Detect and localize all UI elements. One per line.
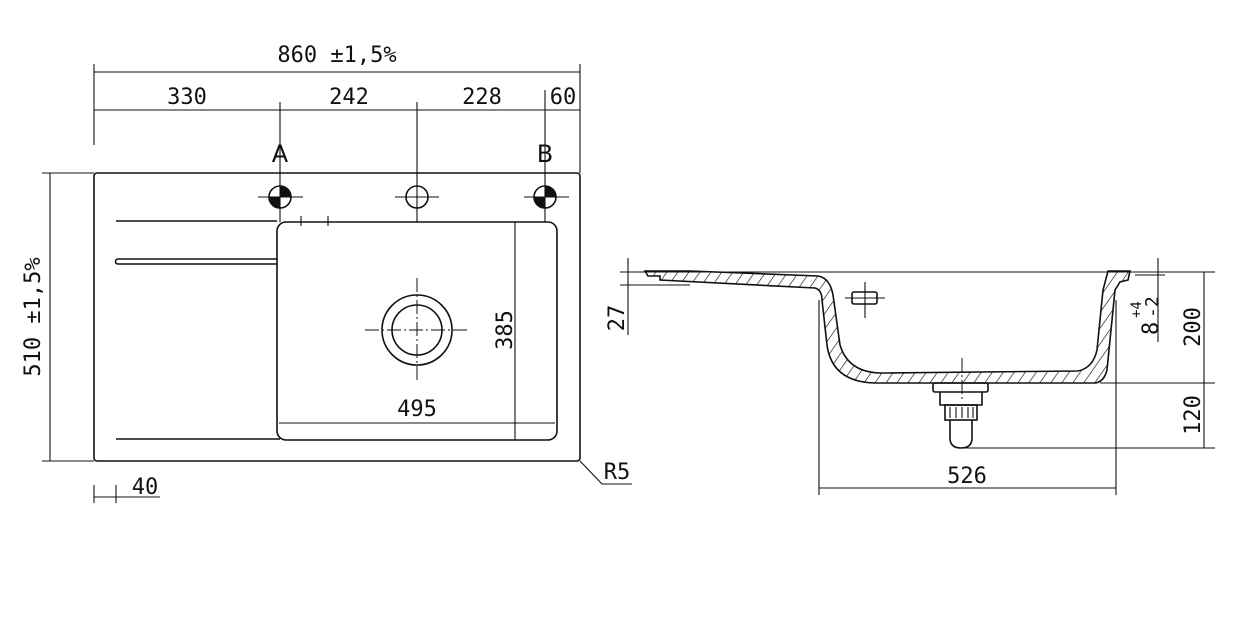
tap-hole-a-icon (258, 185, 303, 209)
tolerance-dimension: 8 +4 -2 (1129, 258, 1165, 342)
tap-hole-center-icon (395, 185, 439, 209)
tolerance-minus-label: -2 (1142, 296, 1163, 318)
bowl-outline (276, 221, 558, 441)
bowl-depth-dimension: 385 (493, 222, 518, 440)
corner-radius-label: R5 (604, 460, 631, 485)
bowl-depth-label: 385 (493, 310, 518, 350)
overall-width-dimension: 860 ±1,5% (93, 43, 581, 173)
bowl-width-dimension: 495 (279, 397, 555, 424)
tap-hole-b-label: B (537, 140, 553, 168)
edge-offset-label: 40 (132, 475, 159, 500)
sink-section-profile (643, 270, 1131, 384)
sink-outline (93, 172, 581, 462)
edge-offset-dimension: 40 (93, 475, 160, 503)
section-view: 27 526 8 +4 -2 200 120 (605, 258, 1215, 495)
tap-hole-a-label: A (272, 140, 289, 168)
waste-height-label: 120 (1181, 395, 1206, 435)
rim-height-dimension: 27 (605, 258, 690, 335)
drainer-board (114, 216, 329, 440)
corner-radius-callout: R5 (579, 460, 632, 485)
tap-hole-section-icon (845, 282, 885, 318)
height-dimensions: 200 120 (962, 272, 1215, 449)
segment-1-label: 330 (167, 85, 207, 110)
overall-width-label: 860 ±1,5% (277, 43, 396, 68)
plan-view: 860 ±1,5% 330 242 228 60 A B (21, 43, 632, 503)
overall-depth-dimension: 510 ±1,5% (21, 172, 94, 462)
bowl-height-label: 200 (1181, 307, 1206, 347)
segment-2-label: 242 (329, 85, 369, 110)
segment-3-label: 228 (462, 85, 502, 110)
tap-hole-b-icon (524, 185, 569, 209)
bowl-length-label: 526 (947, 464, 987, 489)
tolerance-plus-label: +4 (1129, 301, 1145, 318)
bowl-length-dimension: 526 (818, 300, 1117, 495)
overall-depth-label: 510 ±1,5% (21, 257, 46, 376)
tolerance-base-label: 8 (1139, 322, 1164, 335)
bowl-width-label: 495 (397, 397, 437, 422)
segment-4-label: 60 (550, 85, 577, 110)
waste-fitting-icon (932, 358, 989, 449)
hole-spacing-dimensions: 330 242 228 60 A B (94, 85, 580, 222)
rim-height-label: 27 (605, 305, 630, 332)
drain-icon (365, 278, 470, 382)
